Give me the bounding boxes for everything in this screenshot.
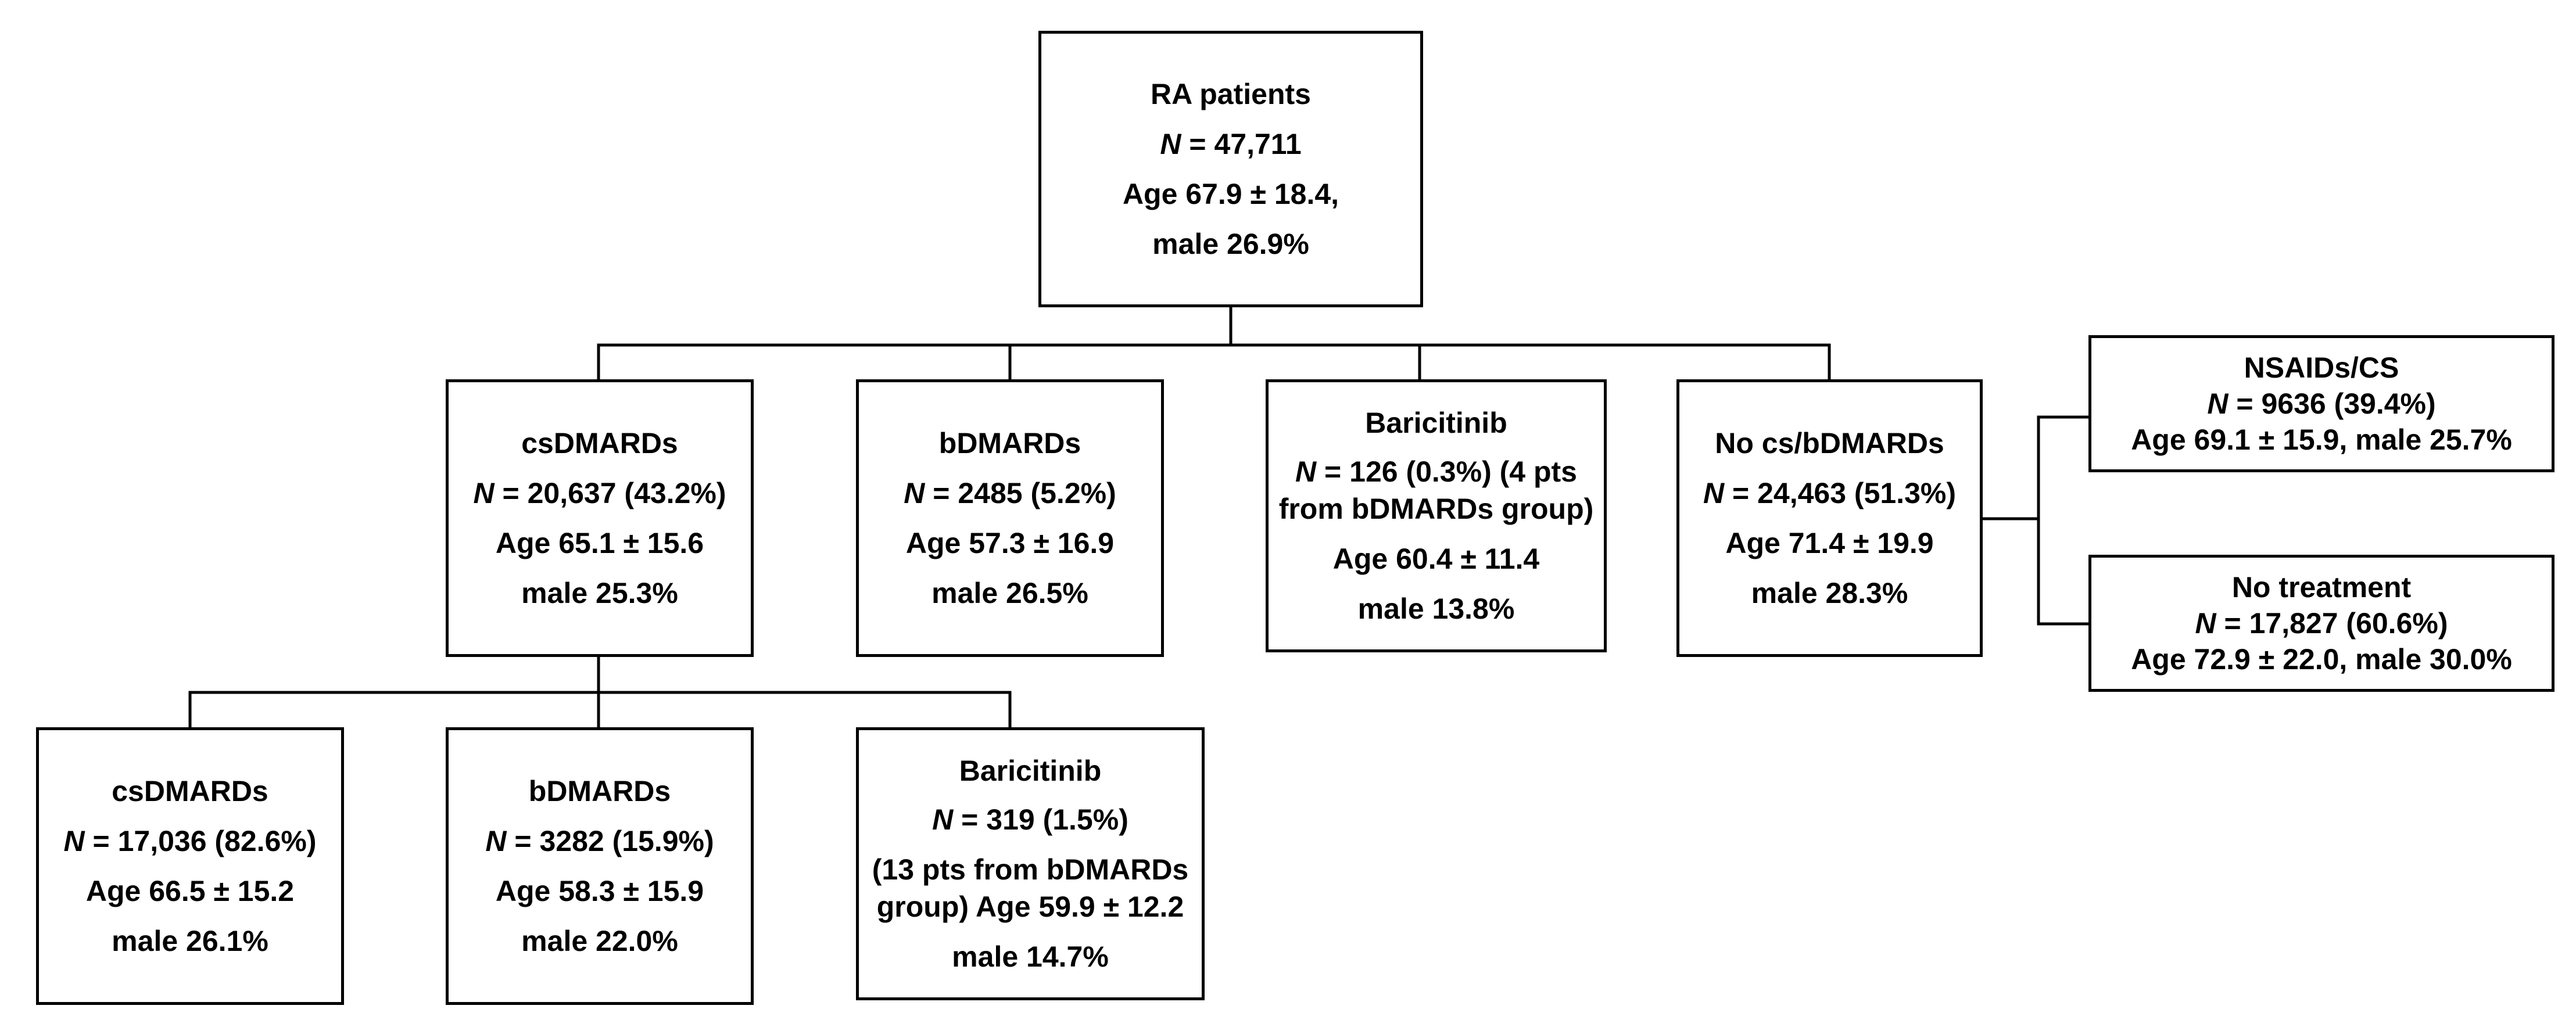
box-note: (13 pts from bDMARDs (872, 853, 1189, 886)
box-title: RA patients (1151, 78, 1311, 110)
box-age-male: Age 72.9 ± 22.0, male 30.0% (2131, 643, 2512, 676)
box-male: male 13.8% (1357, 592, 1515, 625)
box-n: N = 3282 (15.9%) (485, 825, 714, 857)
box-title: No cs/bDMARDs (1715, 427, 1944, 459)
box-l2-baricitinib: Baricitinib N = 319 (1.5%) (13 pts from … (856, 727, 1205, 1000)
box-csdmards: csDMARDs N = 20,637 (43.2%) Age 65.1 ± 1… (446, 379, 754, 657)
box-n: N = 319 (1.5%) (932, 803, 1128, 836)
box-age: Age 71.4 ± 19.9 (1725, 527, 1934, 559)
box-title: Baricitinib (1365, 407, 1507, 439)
box-title: Baricitinib (959, 755, 1102, 787)
box-male: male 22.0% (521, 925, 678, 957)
box-l2-bdmards: bDMARDs N = 3282 (15.9%) Age 58.3 ± 15.9… (446, 727, 754, 1005)
box-age: Age 66.5 ± 15.2 (85, 875, 295, 907)
box-no-csbdmards: No cs/bDMARDs N = 24,463 (51.3%) Age 71.… (1676, 379, 1983, 657)
box-baricitinib: Baricitinib N = 126 (0.3%) (4 pts from b… (1266, 379, 1607, 652)
box-age: Age 67.9 ± 18.4, (1122, 178, 1339, 210)
box-note: from bDMARDs group) (1278, 493, 1594, 525)
box-age-male: Age 69.1 ± 15.9, male 25.7% (2131, 423, 2512, 456)
box-male: male 26.5% (931, 577, 1088, 609)
box-title: NSAIDs/CS (2244, 351, 2399, 384)
box-l2-csdmards: csDMARDs N = 17,036 (82.6%) Age 66.5 ± 1… (36, 727, 344, 1005)
box-title: csDMARDs (112, 775, 268, 807)
box-nsaids-cs: NSAIDs/CS N = 9636 (39.4%) Age 69.1 ± 15… (2088, 335, 2554, 472)
box-bdmards: bDMARDs N = 2485 (5.2%) Age 57.3 ± 16.9 … (856, 379, 1164, 657)
box-n: N = 20,637 (43.2%) (473, 477, 726, 509)
box-age: Age 57.3 ± 16.9 (905, 527, 1115, 559)
box-n: N = 17,827 (60.6%) (2195, 607, 2448, 640)
box-n: N = 9636 (39.4%) (2207, 387, 2436, 420)
box-age: group) Age 59.9 ± 12.2 (876, 890, 1184, 923)
box-title: No treatment (2231, 571, 2412, 604)
box-title: bDMARDs (938, 427, 1081, 459)
box-title: bDMARDs (528, 775, 671, 807)
box-n: N = 47,711 (1160, 128, 1302, 160)
box-age: Age 58.3 ± 15.9 (495, 875, 704, 907)
box-male: male 28.3% (1751, 577, 1908, 609)
box-male: male 25.3% (521, 577, 678, 609)
box-title: csDMARDs (521, 427, 678, 459)
box-age: Age 65.1 ± 15.6 (495, 527, 704, 559)
box-male: male 26.1% (112, 925, 268, 957)
box-n: N = 2485 (5.2%) (904, 477, 1116, 509)
box-n: N = 17,036 (82.6%) (63, 825, 317, 857)
box-n: N = 24,463 (51.3%) (1703, 477, 1956, 509)
box-n: N = 126 (0.3%) (4 pts (1295, 455, 1577, 488)
box-male: male 14.7% (952, 940, 1109, 973)
box-age: Age 60.4 ± 11.4 (1332, 543, 1540, 575)
box-ra-patients: RA patients N = 47,711 Age 67.9 ± 18.4, … (1038, 31, 1423, 307)
box-male: male 26.9% (1152, 228, 1309, 260)
box-no-treatment: No treatment N = 17,827 (60.6%) Age 72.9… (2088, 555, 2554, 692)
